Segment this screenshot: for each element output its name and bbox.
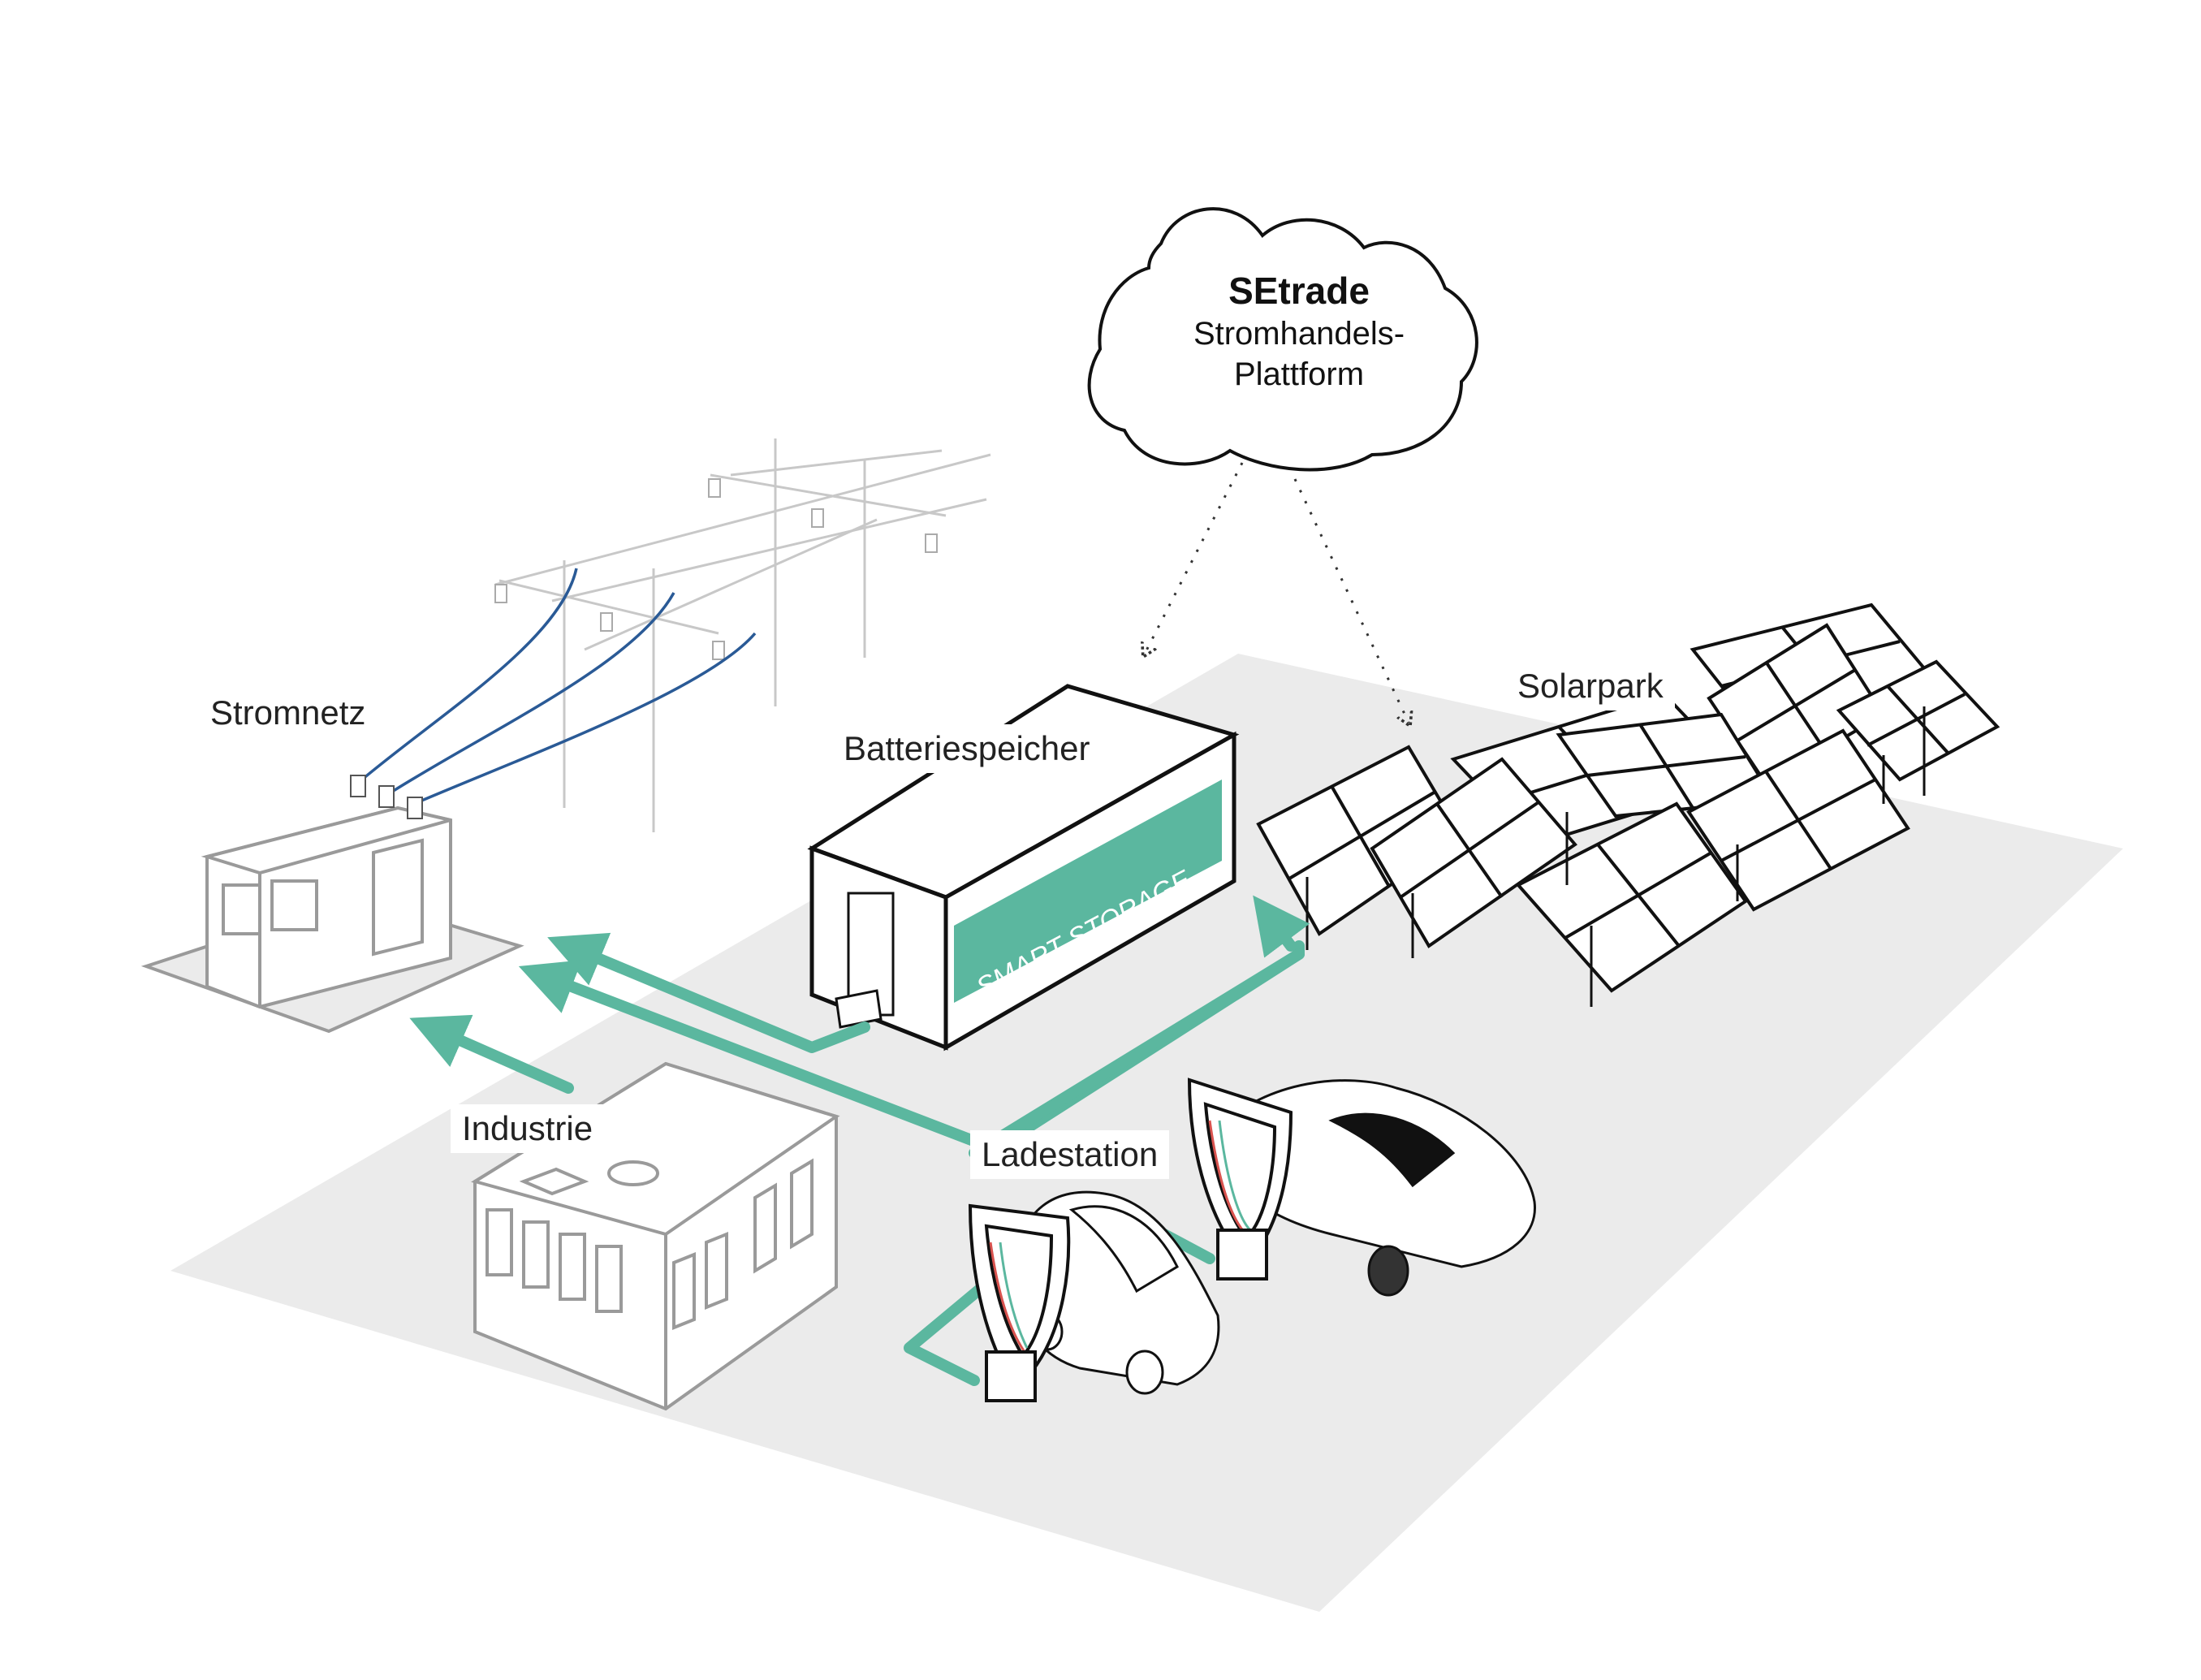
solar-panel [1686, 728, 1910, 912]
solar-panel [1515, 801, 1748, 993]
charging-station [1187, 1078, 1293, 1281]
label-industrie: Industrie [451, 1104, 605, 1153]
substation-building [140, 805, 524, 1034]
insulator-icons [494, 478, 938, 660]
solar-panels [1256, 602, 2000, 1007]
smart-storage-panel [954, 780, 1222, 1003]
platform-subtitle-line1: Stromhandels- [1193, 316, 1405, 352]
platform-subtitle-line2: Plattform [1233, 356, 1365, 392]
platform-title: SEtrade [1228, 270, 1370, 312]
solar-panel [1836, 659, 2000, 782]
grid-connection-cables [356, 568, 757, 805]
cloud-shape [1087, 207, 1478, 472]
label-ladestation: Ladestation [970, 1130, 1170, 1179]
charging-station [968, 1203, 1071, 1402]
label-batteriespeicher: Batteriespeicher [832, 724, 1102, 773]
solar-panel [1370, 757, 1577, 948]
power-line-pylons [494, 438, 991, 832]
label-solarpark: Solarpark [1506, 662, 1675, 710]
solar-panel-stands [1305, 706, 1926, 1007]
data-flow-dotted-arrows [1145, 462, 1409, 723]
label-stromnetz: Stromnetz [199, 689, 378, 737]
substation-insulator-icons [350, 775, 423, 819]
cloud-label: SEtrade Stromhandels- Plattform [1120, 268, 1478, 395]
